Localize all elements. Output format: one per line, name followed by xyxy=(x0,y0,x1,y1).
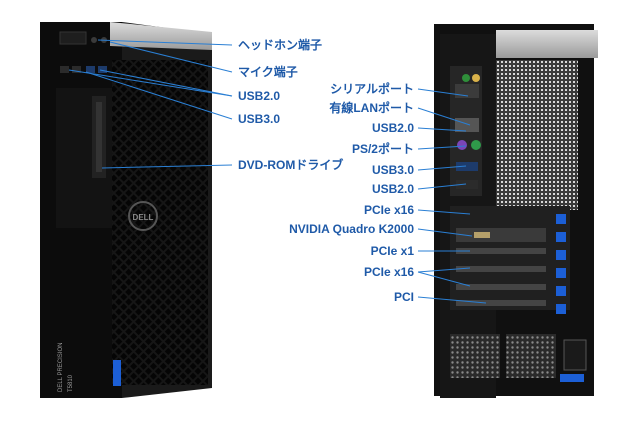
rear-label-pci: PCI xyxy=(393,290,414,304)
front-label-mic-jack: マイク端子 xyxy=(238,65,298,79)
svg-text:DELL: DELL xyxy=(133,213,154,222)
front-label-headphone-jack: ヘッドホン端子 xyxy=(238,38,323,52)
rear-label-usb2-lower: USB2.0 xyxy=(371,182,414,196)
rear-label-pcie-x16: PCIe x16 xyxy=(363,265,414,279)
rear-label-usb2-upper: USB2.0 xyxy=(371,121,414,135)
front-label-usb3: USB3.0 xyxy=(238,112,281,126)
front-label-usb2: USB2.0 xyxy=(238,89,281,103)
rear-label-ps2-port: PS/2ポート xyxy=(351,142,414,156)
front-leader-lines xyxy=(68,39,233,169)
svg-text:T5810: T5810 xyxy=(68,374,74,392)
front-tower xyxy=(40,22,212,398)
rear-label-pcie-x16-top: PCIe x16 xyxy=(363,203,414,217)
svg-text:DELL PRECISION: DELL PRECISION xyxy=(58,343,64,392)
rear-tower xyxy=(434,24,598,398)
rear-label-usb3: USB3.0 xyxy=(371,163,414,177)
precision-branding: DELL PRECISION T5810 xyxy=(58,343,74,392)
rear-label-lan-port: 有線LANポート xyxy=(329,101,414,115)
rear-leader-lines xyxy=(417,88,487,304)
rear-label-serial-port: シリアルポート xyxy=(330,82,414,96)
front-label-dvd-drive: DVD-ROMドライブ xyxy=(238,158,344,172)
rear-label-pcie-x1: PCIe x1 xyxy=(370,244,414,258)
rear-label-quadro-k2000: NVIDIA Quadro K2000 xyxy=(289,222,414,236)
dell-logo: DELL xyxy=(133,213,154,222)
